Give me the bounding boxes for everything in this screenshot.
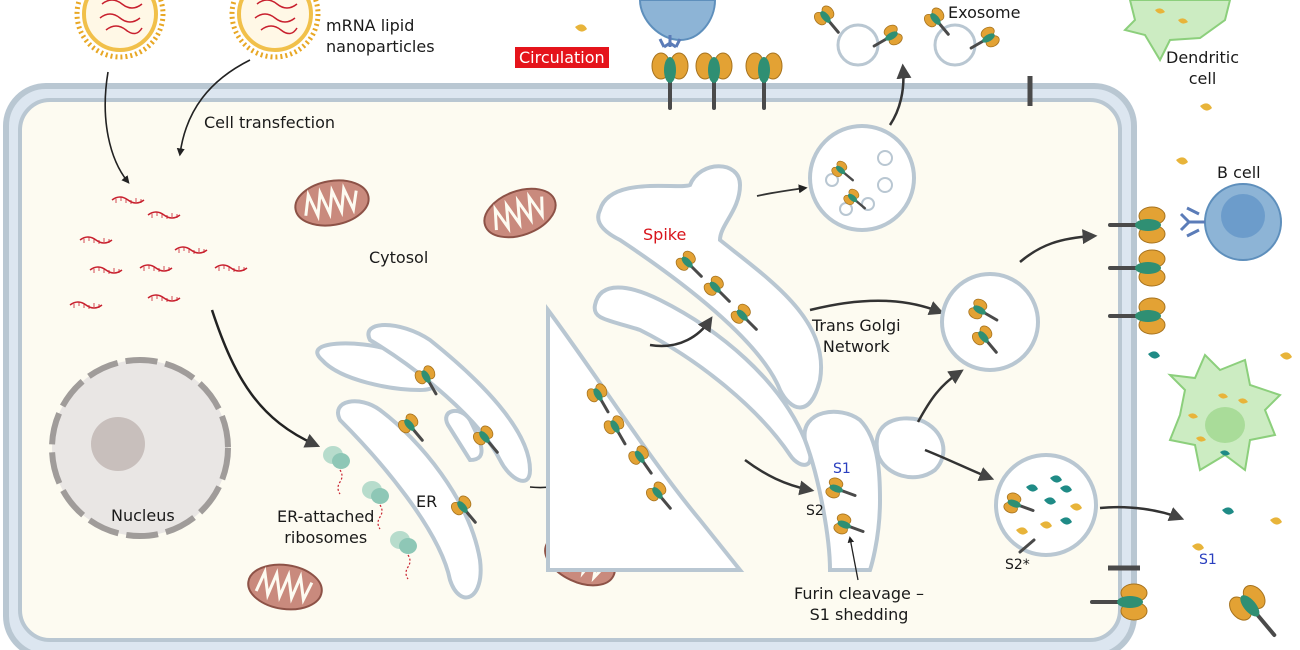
dendritic-cell-icon: [1167, 353, 1282, 472]
furin-cleavage-label: Furin cleavage – S1 shedding: [794, 584, 924, 624]
s1-outside-label: S1: [1199, 552, 1217, 568]
er-ribosomes-label: ER-attached ribosomes: [277, 507, 375, 547]
b-cell-label: B cell: [1217, 163, 1261, 182]
er-label: ER: [416, 492, 438, 511]
s2-fragment-icon: [1148, 351, 1160, 359]
arrow-icon: [744, 458, 815, 496]
arrow-icon: [210, 309, 321, 448]
spike-label: Spike: [643, 225, 687, 244]
arrow-icon: [756, 184, 808, 197]
circulation-text: Circulation: [515, 47, 609, 68]
arrow-icon: [104, 71, 130, 184]
s1-inside-label: S1: [833, 461, 851, 477]
arrow-icon: [916, 369, 964, 423]
s1-fragment-icon: [1200, 103, 1212, 111]
dendritic-cell-icon: [1123, 0, 1232, 63]
exosome-label: Exosome: [948, 3, 1021, 22]
arrow-icon: [888, 63, 912, 126]
cell-transfection-label: Cell transfection: [204, 113, 336, 132]
s1-fragment-icon: [1270, 517, 1282, 525]
circulation-badge: Circulation: [515, 47, 609, 69]
arrow-icon: [924, 448, 995, 482]
s1-fragment-icon: [1192, 543, 1204, 551]
cytosol-label: Cytosol: [369, 248, 429, 267]
arrow-icon: [176, 59, 251, 157]
nucleus-label: Nucleus: [111, 506, 175, 525]
arrow-icon: [649, 316, 713, 348]
s1-fragment-icon: [1280, 352, 1292, 360]
shedding-vesicle: [994, 453, 1098, 557]
mrna-lnp-label: mRNA lipid nanoparticles: [326, 16, 435, 56]
lipid-nanoparticle-icon: [232, 0, 318, 57]
arrow-icon: [847, 536, 859, 581]
arrow-icon: [1099, 505, 1185, 522]
arrow-icon: [809, 299, 945, 316]
s2-inside-label: S2: [806, 503, 824, 519]
antigen-presenting-cell: [638, 0, 717, 49]
secretory-vesicle: [940, 272, 1040, 372]
lipid-nanoparticle-icon: [77, 0, 163, 57]
exosome-icon: [810, 2, 1003, 67]
s1-fragment-icon: [575, 24, 587, 32]
ribosome-icon: [323, 446, 417, 580]
s2-star-label: S2*: [1005, 557, 1030, 573]
s2-fragment-icon: [1222, 507, 1234, 515]
dendritic-cell-label: Dendritic cell: [1166, 48, 1239, 88]
exosome-vesicle: [808, 124, 916, 232]
b-cell-icon: [1179, 183, 1282, 261]
trans-golgi-label: Trans Golgi Network: [812, 316, 901, 356]
nucleus-icon: [49, 357, 231, 539]
s1-fragment-icon: [1176, 157, 1188, 165]
arrow-icon: [1019, 229, 1098, 263]
